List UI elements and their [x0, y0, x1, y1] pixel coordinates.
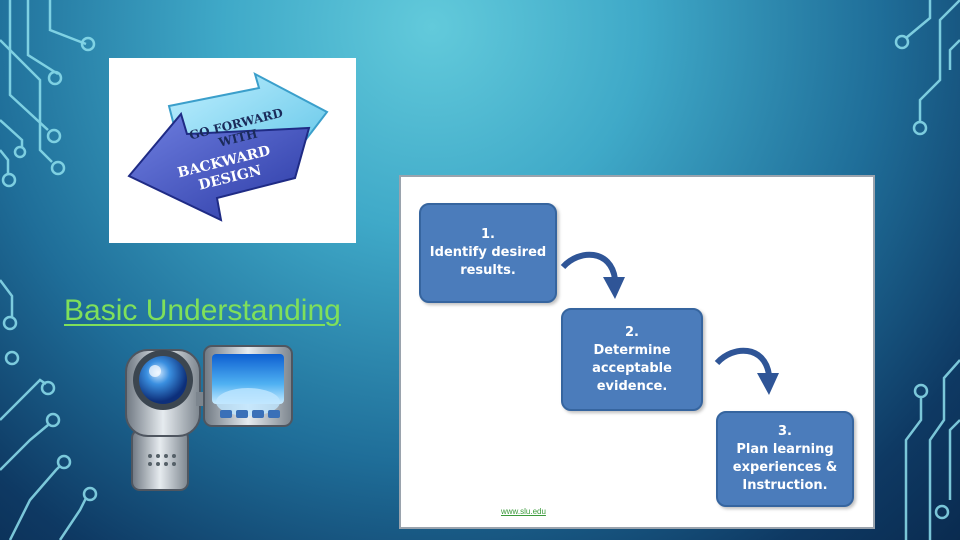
video-camera-icon: [125, 345, 293, 491]
curved-arrow-icon: [714, 347, 779, 395]
step-3-number: 3.: [778, 424, 792, 439]
source-link[interactable]: www.slu.edu: [501, 507, 546, 516]
double-arrow-graphic: GO FORWARD WITH BACKWARD DESIGN: [127, 72, 329, 222]
backward-design-diagram: 1. Identify desired results. 2. Determin…: [399, 175, 875, 529]
step-box-2: 2. Determine acceptable evidence.: [561, 308, 703, 411]
curved-arrow-icon: [560, 251, 625, 299]
step-2-line-2: acceptable: [592, 360, 672, 376]
step-1-line-2: results.: [460, 263, 516, 278]
step-1-line-1: Identify desired: [429, 245, 547, 260]
step-3-line-1: Plan learning: [736, 442, 834, 457]
step-3-line-3: Instruction.: [742, 478, 828, 493]
step-box-3: 3. Plan learning experiences & Instructi…: [716, 411, 854, 507]
step-2-number: 2.: [625, 324, 639, 340]
basic-understanding-link[interactable]: Basic Understanding: [64, 294, 341, 327]
step-box-1: 1. Identify desired results.: [419, 203, 557, 303]
step-1-number: 1.: [481, 227, 495, 242]
step-2-line-3: evidence.: [596, 378, 668, 394]
backward-design-logo: GO FORWARD WITH BACKWARD DESIGN: [109, 58, 356, 243]
step-3-line-2: experiences &: [732, 460, 838, 475]
step-2-line-1: Determine: [593, 342, 671, 358]
